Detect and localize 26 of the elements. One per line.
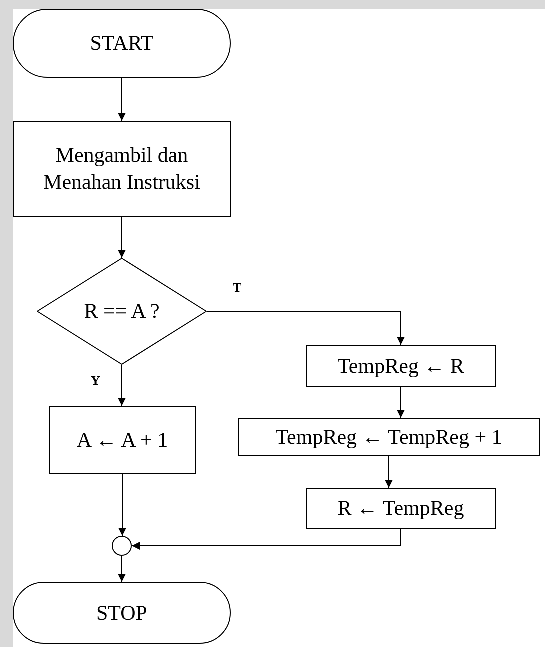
- node-text: A ← A + 1: [76, 426, 168, 454]
- node-text: R ← TempReg: [338, 495, 464, 522]
- arrow: [118, 556, 126, 582]
- arrow: [132, 528, 402, 550]
- arrow: [118, 364, 126, 406]
- process-box: [13, 121, 231, 217]
- decision-diamond: [37, 258, 207, 365]
- process-box: [49, 406, 196, 474]
- node-text: STOP: [96, 600, 148, 626]
- terminal-pill: [13, 9, 231, 78]
- process-box: [238, 418, 540, 456]
- node-text: Mengambil dan Menahan Instruksi: [42, 142, 202, 196]
- node-text: START: [90, 30, 154, 57]
- arrow: [118, 474, 126, 536]
- arrow: [397, 386, 405, 418]
- node-text: TempReg ← R: [338, 352, 464, 380]
- connector-circle: [112, 536, 132, 556]
- terminal-pill: [13, 582, 231, 644]
- process-box: [306, 488, 496, 529]
- arrow: [206, 311, 405, 346]
- process-box: [306, 345, 496, 387]
- arrow: [118, 78, 126, 122]
- node-text: R == A ?: [84, 298, 160, 325]
- node-text: TempReg ← TempReg + 1: [276, 424, 502, 450]
- arrow: [118, 216, 126, 258]
- arrow: [385, 456, 393, 488]
